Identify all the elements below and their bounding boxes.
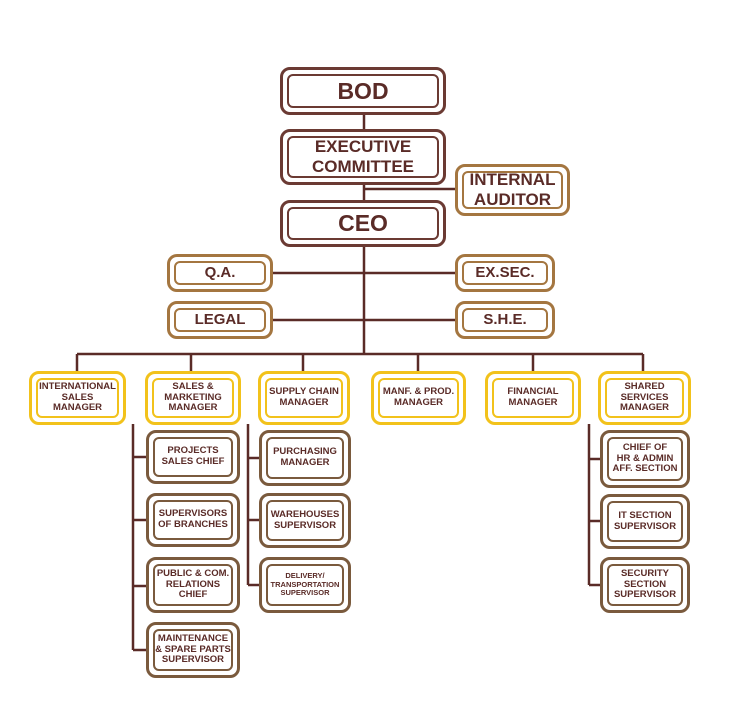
executive-committee-box: EXECUTIVE COMMITTEE [280,129,446,185]
supervisors-of-branches-label: SUPERVISORS OF BRANCHES [158,508,228,530]
international-sales-manager-box: INTERNATIONAL SALES MANAGER [29,371,126,425]
security-section-supervisor-box: SECURITY SECTION SUPERVISOR [600,557,690,613]
international-sales-manager-label: INTERNATIONAL SALES MANAGER [39,380,116,414]
it-section-supervisor-box: IT SECTION SUPERVISOR [600,494,690,549]
ex-sec-box: EX.SEC. [455,254,555,292]
sales-marketing-manager-label: SALES & MARKETING MANAGER [164,380,222,414]
purchasing-manager-box: PURCHASING MANAGER [259,430,351,486]
maintenance-supervisor-label: MAINTENANCE & SPARE PARTS SUPERVISOR [155,632,231,666]
warehouses-supervisor-label: WAREHOUSES SUPERVISOR [270,508,340,531]
ceo-label: CEO [338,210,388,237]
supply-chain-manager-label: SUPPLY CHAIN MANAGER [269,386,339,408]
projects-sales-chief-box: PROJECTS SALES CHIEF [146,430,240,484]
manf-prod-manager-label: MANF. & PROD. MANAGER [382,386,455,408]
delivery-transportation-supervisor-label: DELIVERY/ TRANSPORTATION SUPERVISOR [270,571,340,598]
supervisors-of-branches-box: SUPERVISORS OF BRANCHES [146,493,240,547]
it-section-supervisor-label: IT SECTION SUPERVISOR [613,509,677,532]
public-relations-chief-box: PUBLIC & COM. RELATIONS CHIEF [146,557,240,613]
manf-prod-manager-box: MANF. & PROD. MANAGER [371,371,466,425]
warehouses-supervisor-box: WAREHOUSES SUPERVISOR [259,493,351,548]
she-box: S.H.E. [455,301,555,339]
shared-services-manager-box: SHARED SERVICES MANAGER [598,371,691,425]
bod-box: BOD [280,67,446,115]
hr-admin-chief-box: CHIEF OF HR & ADMIN AFF. SECTION [600,430,690,488]
qa-box: Q.A. [167,254,273,292]
financial-manager-label: FINANCIAL MANAGER [507,386,559,408]
security-section-supervisor-label: SECURITY SECTION SUPERVISOR [613,567,677,601]
bod-label: BOD [337,77,389,104]
maintenance-supervisor-box: MAINTENANCE & SPARE PARTS SUPERVISOR [146,622,240,678]
hr-admin-chief-label: CHIEF OF HR & ADMIN AFF. SECTION [612,441,678,475]
shared-services-manager-label: SHARED SERVICES MANAGER [619,380,670,414]
projects-sales-chief-label: PROJECTS SALES CHIEF [161,445,225,467]
ceo-box: CEO [280,200,446,247]
executive-committee-label: EXECUTIVE COMMITTEE [312,137,414,176]
legal-box: LEGAL [167,301,273,339]
she-label: S.H.E. [483,311,527,329]
public-relations-chief-label: PUBLIC & COM. RELATIONS CHIEF [156,567,230,601]
financial-manager-box: FINANCIAL MANAGER [485,371,581,425]
sales-marketing-manager-box: SALES & MARKETING MANAGER [145,371,241,425]
ex-sec-label: EX.SEC. [475,264,535,282]
delivery-transportation-supervisor-box: DELIVERY/ TRANSPORTATION SUPERVISOR [259,557,351,613]
supply-chain-manager-box: SUPPLY CHAIN MANAGER [258,371,350,425]
internal-auditor-box: INTERNAL AUDITOR [455,164,570,216]
legal-label: LEGAL [194,311,246,329]
purchasing-manager-label: PURCHASING MANAGER [273,446,337,468]
internal-auditor-label: INTERNAL AUDITOR [469,170,556,209]
qa-label: Q.A. [204,264,236,282]
